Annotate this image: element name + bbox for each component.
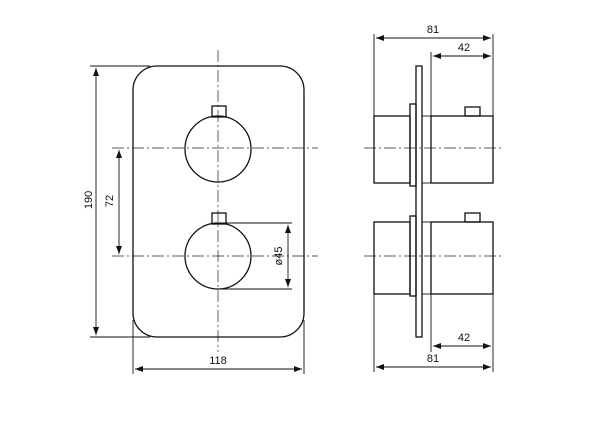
side-plate (415, 65, 423, 338)
height-total-label: 190 (83, 191, 95, 209)
dimension-height-total: 190 (83, 65, 150, 338)
dimension-center-distance: 72 (104, 150, 122, 254)
front-view: 190 72 ø45 118 (83, 50, 318, 374)
upper-body-block (373, 115, 411, 184)
dimension-knob-depth-bottom: 42 (430, 294, 494, 352)
side-view: 81 42 42 81 (364, 24, 504, 372)
lower-knob-indicator (211, 212, 227, 225)
depth-bottom-label: 81 (427, 353, 439, 365)
knob-depth-top-label: 42 (458, 42, 470, 54)
upper-flange (409, 103, 417, 187)
upper-knob-indicator (211, 105, 227, 118)
knob-diameter-label: ø45 (273, 247, 285, 266)
dimension-depth-top: 81 (373, 24, 494, 116)
lower-body-block (373, 221, 411, 295)
knob-depth-bottom-label: 42 (458, 332, 470, 344)
dimension-knob-diameter: ø45 (218, 222, 292, 290)
dimension-knob-depth-top: 42 (430, 42, 491, 116)
dimension-depth-bottom: 81 (373, 294, 494, 372)
upper-knob-circle (184, 115, 252, 183)
depth-top-label: 81 (427, 24, 439, 36)
dimension-width-total: 118 (132, 320, 305, 374)
upper-handle (430, 115, 494, 184)
upper-knob (184, 105, 252, 183)
lower-handle (430, 221, 494, 295)
lower-handle-indicator (464, 212, 481, 223)
width-total-label: 118 (209, 355, 227, 367)
center-distance-label: 72 (104, 195, 116, 207)
front-plate-outline (132, 65, 305, 338)
upper-handle-indicator (464, 106, 481, 117)
